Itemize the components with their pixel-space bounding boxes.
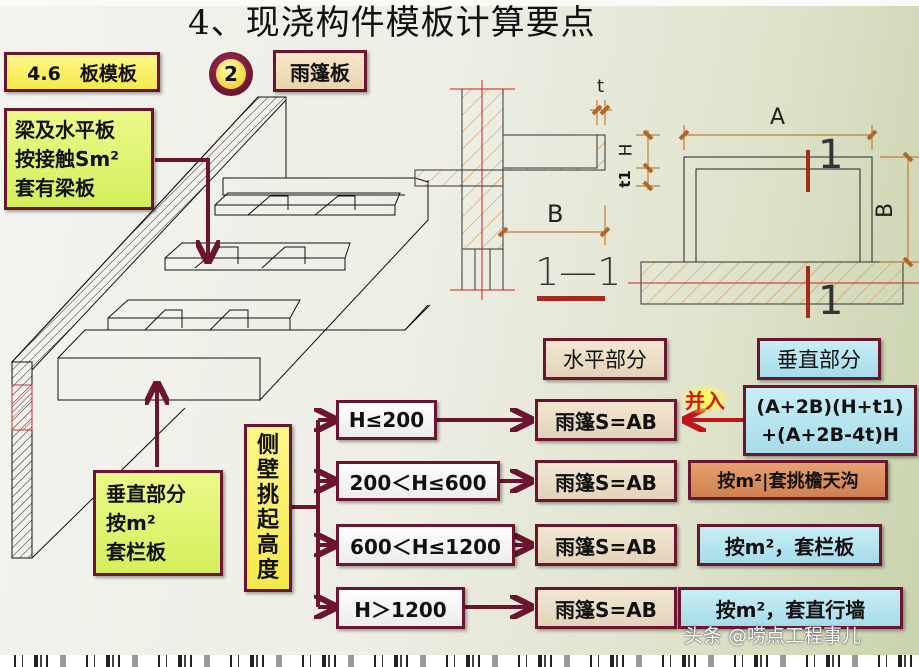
- callout-line: 垂直部分: [106, 481, 186, 506]
- merge-label: 并入: [681, 385, 729, 414]
- wall-outline: [11, 96, 286, 363]
- side-wall-char: 起: [256, 508, 279, 533]
- condition-box: 200＜H≤600: [336, 461, 500, 501]
- bottom-barcode-strip: [0, 655, 919, 667]
- section-label: 4.6 板模板: [4, 52, 160, 92]
- dim-t-label: t: [597, 76, 605, 97]
- horizontal-result: 雨篷S=AB: [535, 460, 677, 502]
- side-wall-char: 侧: [256, 433, 279, 458]
- canopy-inner: [695, 168, 861, 262]
- callout-line: 套有梁板: [15, 175, 95, 200]
- horizontal-result: 雨篷S=AB: [535, 524, 677, 566]
- section-drawing: [414, 80, 660, 301]
- side-edge: [404, 304, 429, 331]
- watermark: 头条 @唠点工程事儿: [684, 625, 862, 647]
- callout-connectors: [155, 158, 208, 467]
- rib: [261, 246, 306, 269]
- back-beam: [222, 178, 405, 196]
- dim-t1-label: t1: [615, 170, 634, 188]
- topic-label: 雨篷板: [273, 50, 367, 92]
- section-mark: 1—1: [535, 250, 622, 294]
- back-beam-top: [223, 177, 429, 183]
- section-mark-underline: [537, 296, 605, 301]
- dimension-ticks: [497, 104, 654, 238]
- horizontal-result: 雨篷S=AB: [535, 587, 677, 629]
- cross-beam-3-top: [214, 192, 401, 206]
- callout-line: 梁及水平板: [15, 117, 115, 142]
- rib: [314, 195, 356, 216]
- plan-dim-B-label: B: [873, 202, 899, 219]
- vertical-formula-box: (A+2B)(H+t1) +(A+2B-4t)H: [743, 385, 917, 456]
- plan-dim-A-label: A: [770, 105, 786, 130]
- side-wall-char: 度: [256, 558, 279, 583]
- callout-arrow-down: [155, 158, 208, 260]
- step-badge: 2: [209, 52, 253, 96]
- side-wall-char: 壁: [256, 458, 279, 483]
- side-wall-height-label: 侧 壁 挑 起 高 度: [244, 424, 292, 592]
- cross-beam-1-top: [107, 299, 301, 319]
- dimension-lines: [503, 100, 660, 245]
- condition-box: 600＜H≤1200: [336, 524, 515, 566]
- callout-line: 按m²: [106, 510, 156, 535]
- horizontal-result: 雨篷S=AB: [535, 399, 677, 441]
- dim-H-label: H: [616, 143, 637, 157]
- dim-B-label: B: [547, 200, 564, 228]
- cut-mark-bottom-label: 1: [818, 278, 844, 324]
- rib: [247, 195, 289, 216]
- rib: [144, 309, 183, 331]
- wall-column-section: [11, 384, 33, 431]
- rib: [209, 309, 249, 331]
- callout-beam-slab: 梁及水平板 按接触Sm² 套有梁板: [4, 108, 154, 210]
- condition-box: H＞1200: [336, 587, 465, 629]
- vertical-result: 按m²，套直行墙: [678, 587, 903, 629]
- cross-beam-2-top: [164, 242, 351, 259]
- vertical-result: 按m²，套栏板: [697, 524, 882, 566]
- header-vertical: 垂直部分: [757, 338, 881, 380]
- isometric-canopy-drawing: [10, 96, 431, 559]
- cross-beam-2: [164, 257, 346, 271]
- step-number: 2: [216, 59, 246, 89]
- callout-line: 套栏板: [106, 539, 166, 564]
- cross-beam-3: [214, 204, 396, 216]
- canopy-slab-section: [414, 134, 606, 187]
- cross-beam-1: [107, 317, 291, 331]
- condition-box: H≤200: [336, 400, 437, 440]
- side-beam: [259, 180, 429, 402]
- canopy-outer: [683, 156, 873, 262]
- page-title: 4、现浇构件模板计算要点: [188, 3, 596, 43]
- plan-drawing: [628, 125, 919, 318]
- formula-line: +(A+2B-4t)H: [761, 423, 899, 446]
- callout-line: 按接触Sm²: [15, 146, 120, 171]
- top-band: [0, 0, 919, 6]
- side-wall-char: 挑: [256, 483, 279, 508]
- header-horizontal: 水平部分: [543, 338, 667, 380]
- callout-vertical-part: 垂直部分 按m² 套栏板: [93, 470, 223, 576]
- cut-mark-top-label: 1: [818, 132, 844, 178]
- side-wall-char: 高: [256, 533, 279, 558]
- formula-line: (A+2B)(H+t1): [756, 395, 904, 418]
- vertical-result: 按m²|套挑檐天沟: [688, 460, 888, 500]
- flow-connectors: [292, 420, 530, 607]
